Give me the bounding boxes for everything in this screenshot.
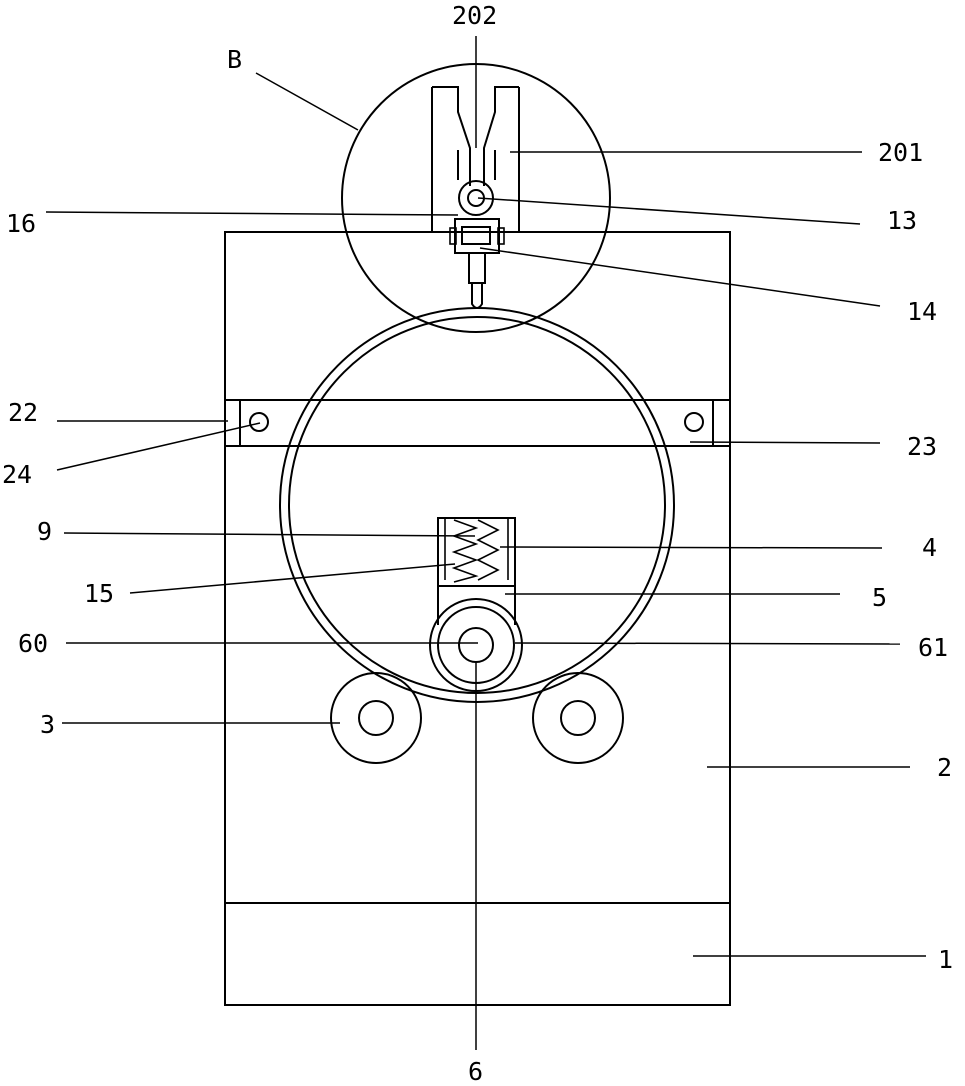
support-roller-right-hub — [561, 701, 595, 735]
leader-4 — [500, 547, 882, 548]
label-23: 23 — [907, 432, 937, 461]
label-15: 15 — [84, 579, 114, 608]
spring-left — [454, 520, 476, 582]
label-13: 13 — [887, 206, 917, 235]
label-b: B — [227, 45, 242, 74]
label-61: 61 — [918, 633, 948, 662]
label-16: 16 — [6, 209, 36, 238]
main-frame — [225, 232, 730, 1005]
pressure-roller-hub — [459, 628, 493, 662]
label-1: 1 — [938, 945, 953, 974]
leader-23 — [690, 442, 880, 443]
label-2: 2 — [937, 753, 952, 782]
leader-b — [256, 73, 358, 130]
spring-right — [478, 520, 498, 580]
label-60: 60 — [18, 629, 48, 658]
label-4: 4 — [922, 533, 937, 562]
label-22: 22 — [8, 398, 38, 427]
leader-15 — [130, 564, 455, 593]
sensor-14 — [462, 227, 490, 244]
support-roller-left-hub — [359, 701, 393, 735]
leader-61 — [515, 643, 900, 644]
label-14: 14 — [907, 297, 937, 326]
ring-inner — [289, 317, 665, 693]
support-roller-right — [533, 673, 623, 763]
probe-body — [469, 253, 485, 283]
label-3: 3 — [40, 710, 55, 739]
probe-tip — [472, 283, 482, 308]
leader-13 — [478, 198, 860, 224]
label-6: 6 — [468, 1057, 483, 1086]
leader-16 — [46, 212, 458, 215]
label-5: 5 — [872, 583, 887, 612]
label-9: 9 — [37, 517, 52, 546]
support-roller-left — [331, 673, 421, 763]
label-24: 24 — [2, 460, 32, 489]
leader-9 — [64, 533, 475, 536]
label-202: 202 — [452, 1, 497, 30]
leader-14 — [480, 248, 880, 306]
label-201: 201 — [878, 138, 923, 167]
